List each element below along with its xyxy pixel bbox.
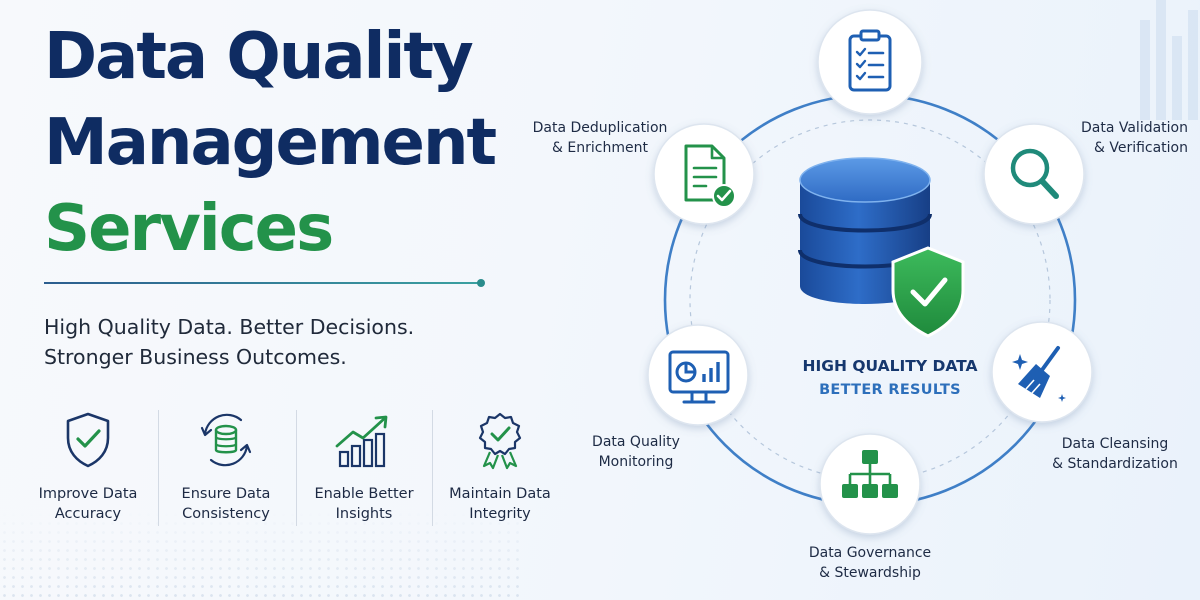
- shield-check-icon: [66, 412, 110, 468]
- node-deduplication[interactable]: [653, 123, 755, 225]
- magnifier-icon: [1010, 148, 1059, 199]
- feature-separator: [158, 410, 159, 526]
- document-check-icon: [684, 144, 736, 208]
- node-checklist[interactable]: [817, 9, 923, 115]
- database-sync-icon: [200, 413, 252, 467]
- node-label-deduplication: Data Deduplication & Enrichment: [532, 120, 668, 156]
- monitor-chart-icon: [668, 350, 730, 404]
- feature-ensure-consistency: Ensure Data Consistency: [158, 408, 294, 528]
- node-label-validation: Data Validation & Verification: [1080, 120, 1188, 156]
- hierarchy-icon: [842, 450, 898, 498]
- feature-label: Ensure Data Consistency: [181, 486, 271, 522]
- node-validation[interactable]: [983, 123, 1085, 225]
- bar-pattern-decoration: [1140, 0, 1198, 120]
- feature-label: Enable Better Insights: [314, 486, 414, 522]
- node-monitoring[interactable]: [647, 324, 749, 426]
- feature-separator: [432, 410, 433, 526]
- divider-dot: [477, 279, 485, 287]
- feature-label: Improve Data Accuracy: [38, 486, 138, 522]
- shield-check-icon: [891, 246, 965, 338]
- tagline-line-2: Stronger Business Outcomes.: [44, 345, 347, 369]
- feature-separator: [296, 410, 297, 526]
- tagline: High Quality Data. Better Decisions. Str…: [44, 312, 414, 372]
- broom-icon: [1012, 346, 1066, 402]
- node-cleansing[interactable]: [991, 321, 1093, 423]
- badge-check-icon: [478, 412, 522, 470]
- center-caption: HIGH QUALITY DATA BETTER RESULTS: [760, 354, 1020, 402]
- title-line-2: Management: [44, 106, 497, 180]
- center-line-1: HIGH QUALITY DATA: [802, 357, 978, 375]
- node-label-cleansing: Data Cleansing & Standardization: [1052, 436, 1178, 472]
- feature-label: Maintain Data Integrity: [449, 486, 551, 522]
- feature-maintain-integrity: Maintain Data Integrity: [432, 408, 568, 528]
- dot-pattern-decoration: [0, 510, 520, 600]
- feature-enable-insights: Enable Better Insights: [296, 408, 432, 528]
- node-governance[interactable]: [819, 433, 921, 535]
- title-line-3: Services: [44, 192, 334, 266]
- growth-chart-icon: [335, 415, 388, 468]
- title-divider: [44, 282, 480, 284]
- node-label-monitoring: Data Quality Monitoring: [592, 434, 680, 470]
- tagline-line-1: High Quality Data. Better Decisions.: [44, 315, 415, 339]
- center-line-2: BETTER RESULTS: [819, 382, 961, 398]
- node-label-governance: Data Governance & Stewardship: [808, 545, 932, 581]
- page-title: Data Quality Management Services: [44, 14, 497, 272]
- title-line-1: Data Quality: [44, 20, 474, 94]
- clipboard-checklist-icon: [848, 29, 892, 92]
- feature-row: Improve Data Accuracy Ensure Data Consis…: [20, 408, 570, 528]
- feature-improve-accuracy: Improve Data Accuracy: [20, 408, 156, 528]
